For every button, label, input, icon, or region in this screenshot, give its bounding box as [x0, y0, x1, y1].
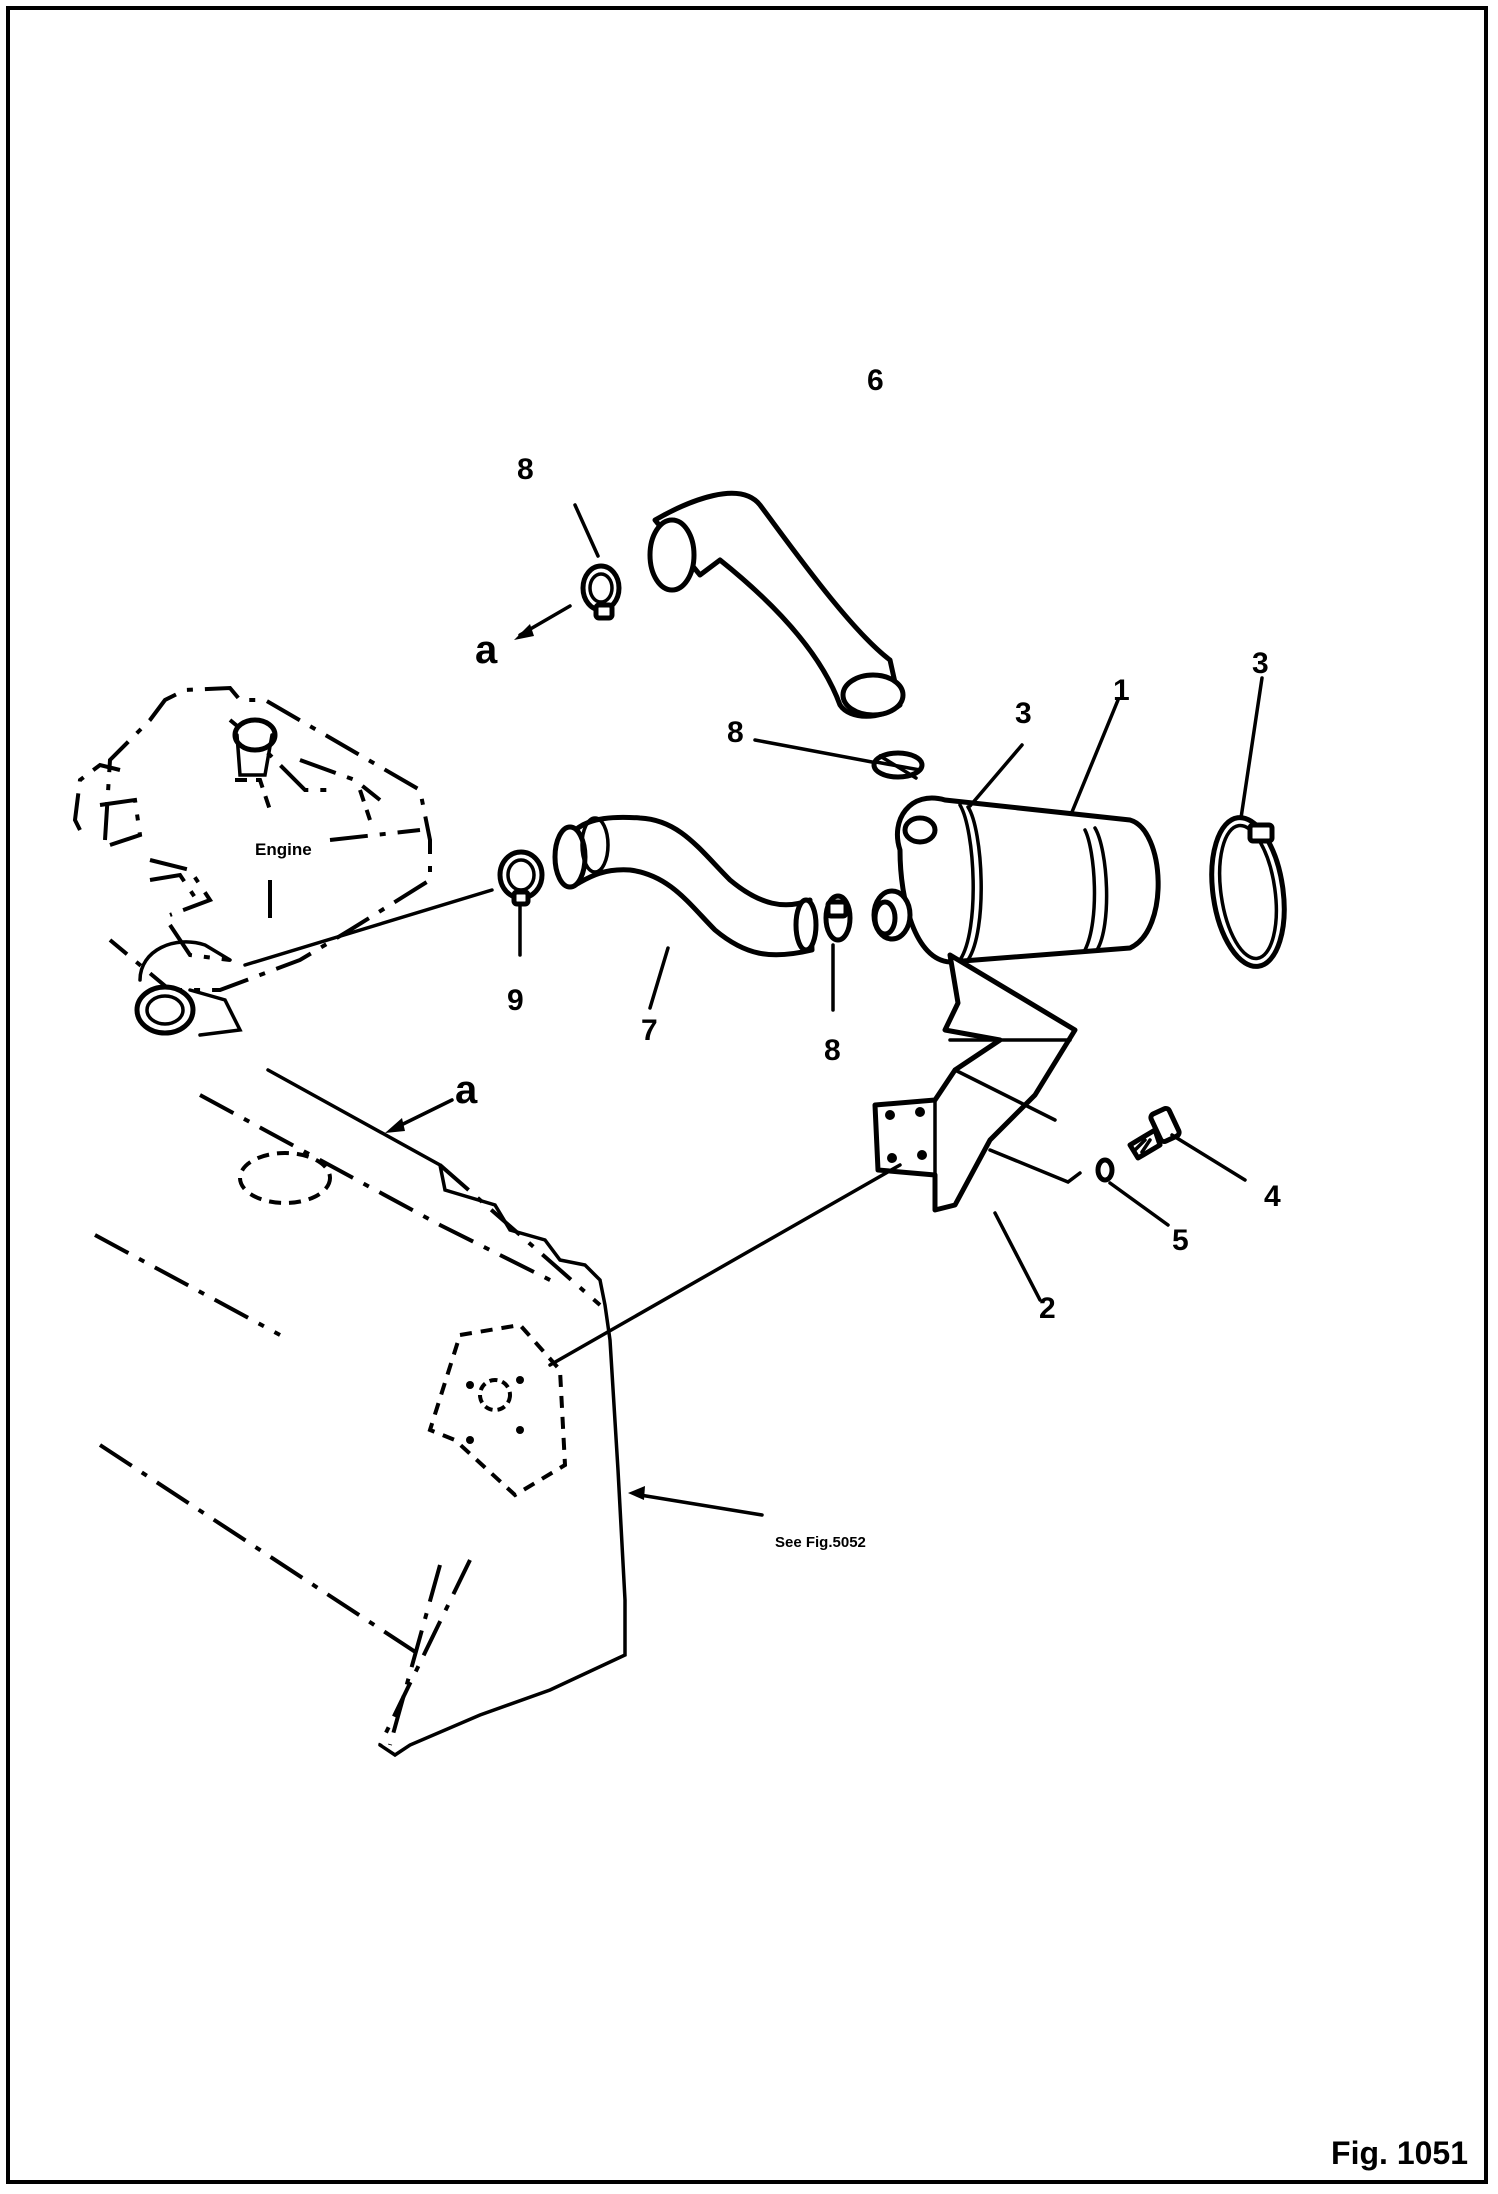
washer-5 [1095, 1157, 1115, 1183]
band-3-right [1209, 815, 1287, 969]
leader-engine-clamp [243, 888, 494, 967]
arrowhead-a-top [514, 624, 534, 640]
bracket-2 [872, 952, 1078, 1213]
engine-outline: Engine [72, 685, 432, 1037]
callout-9: 9 [507, 984, 524, 1017]
leader-8-mid [753, 738, 874, 764]
callout-5: 5 [1172, 1224, 1189, 1257]
clamp-9 [497, 849, 545, 907]
callout-8-mid: 8 [727, 716, 744, 749]
connector-label-bottom: a [455, 1068, 478, 1112]
callout-8-bottom: 8 [824, 1034, 841, 1067]
leader-3-left [968, 743, 1024, 808]
leader-bracket-plate [548, 1163, 902, 1367]
arrow-a-bottom [393, 1098, 454, 1130]
drawing-frame [6, 6, 1488, 2184]
arrow-see-ref [638, 1493, 764, 1517]
engine-label: Engine [255, 840, 312, 859]
arrowhead-see-ref [628, 1486, 645, 1500]
callout-3-left: 3 [1015, 697, 1032, 730]
figure-number: Fig. 1051 [1331, 2135, 1468, 2171]
hose-6 [647, 490, 906, 719]
arrowhead-a-bottom [385, 1118, 405, 1133]
leader-bracket-bolt [988, 1148, 1082, 1184]
callout-6: 6 [867, 364, 884, 397]
leader-1 [1070, 698, 1120, 814]
leader-2 [993, 1211, 1042, 1302]
callout-8-top: 8 [517, 453, 534, 486]
see-reference-label: See Fig.5052 [775, 1534, 866, 1551]
callout-2: 2 [1039, 1292, 1056, 1325]
bolt-4 [1127, 1105, 1182, 1161]
connector-label-top: a [475, 628, 498, 672]
callout-3-right: 3 [1252, 647, 1269, 680]
leader-7 [648, 946, 670, 1010]
leader-4 [1170, 1133, 1247, 1182]
callout-7: 7 [641, 1014, 658, 1047]
clamp-8-top [580, 563, 622, 621]
air-cleaner-1 [871, 795, 1161, 965]
leader-3-right [1239, 676, 1264, 820]
hose-7 [552, 814, 819, 958]
callout-1: 1 [1113, 674, 1130, 707]
callout-4: 4 [1264, 1180, 1281, 1213]
leader-5 [1108, 1181, 1170, 1227]
clamp-8-bottom [823, 893, 853, 943]
leader-8-top [573, 503, 600, 558]
machine-frame-outline [94, 1068, 627, 1758]
clamp-8-mid [871, 750, 925, 780]
